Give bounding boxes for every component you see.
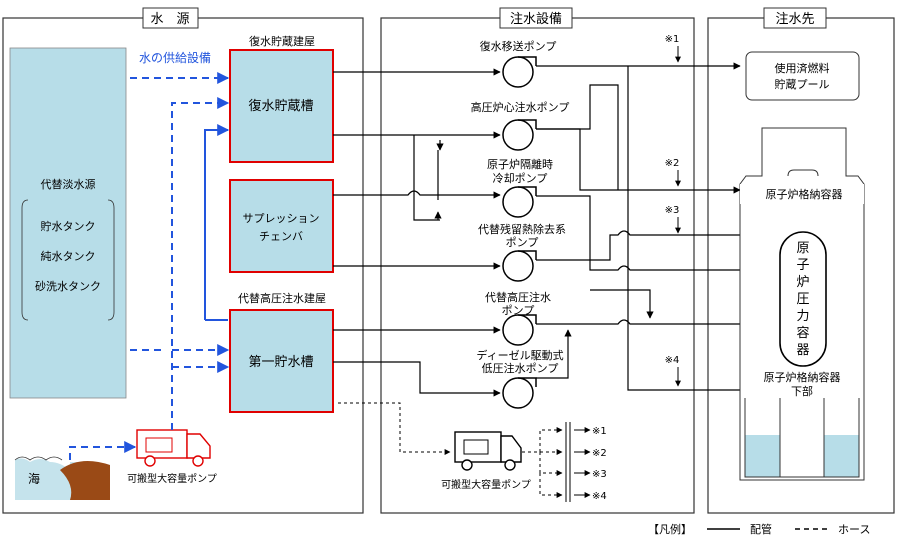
- pump-recovery-transfer-label: 復水移送ポンプ: [480, 39, 557, 53]
- sea-area: 海: [14, 456, 110, 500]
- spent-fuel-pool-label-1: 使用済燃料: [775, 61, 830, 75]
- pump-alt-rhr-label-2: ポンプ: [506, 236, 539, 249]
- legend-hose-label: ホース: [838, 523, 870, 536]
- pump-recovery-transfer: [502, 56, 537, 88]
- pressure-vessel-char: 器: [796, 343, 809, 358]
- first-storage-tank-label: 第一貯水槽: [248, 355, 313, 370]
- containment-vessel-label: 原子炉格納容器: [766, 187, 843, 201]
- note-3-bottom: ※3: [592, 469, 607, 480]
- pressure-vessel: [779, 231, 827, 367]
- note-2-top: ※2: [665, 158, 680, 169]
- alt-freshwater-source: 代替淡水源 貯水タンク 純水タンク 砂洗水タンク: [9, 47, 127, 399]
- pump-diesel-label-1: ディーゼル駆動式: [476, 348, 563, 362]
- note-1-bottom: ※1: [592, 426, 607, 437]
- hose-lines-blue: [69, 72, 230, 460]
- note-2-bottom: ※2: [592, 448, 607, 459]
- storage-tank-label: 貯水タンク: [41, 220, 96, 233]
- recovery-tank-label: 復水貯蔵槽: [248, 98, 313, 114]
- pump-hpcs-label: 高圧炉心注水ポンプ: [471, 100, 570, 114]
- suppression-chamber: サプレッション チェンバ: [229, 179, 334, 273]
- pump-diesel-label-2: 低圧注水ポンプ: [482, 361, 559, 375]
- pump-diesel: [502, 377, 537, 409]
- portable-pump-source-label: 可搬型大容量ポンプ: [127, 472, 217, 485]
- legend-title: 【凡例】: [648, 522, 692, 536]
- portable-pump-truck-source: [136, 429, 211, 467]
- pipe-lines: [333, 62, 789, 431]
- legend: 【凡例】 配管 ホース: [648, 522, 870, 536]
- panel-destination: 注水先: [707, 7, 895, 514]
- pressure-vessel-char: 圧: [796, 292, 809, 307]
- pump-alt-hp-label-1: 代替高圧注水: [485, 290, 551, 304]
- first-storage-tank: 第一貯水槽: [229, 309, 334, 413]
- pump-rcic-label-2: 冷却ポンプ: [493, 172, 548, 185]
- alt-freshwater-source-label: 代替淡水源: [41, 177, 96, 191]
- portable-pump-truck-equipment: [454, 431, 522, 471]
- spent-fuel-pool-label-2: 貯蔵プール: [775, 78, 830, 91]
- pump-alt-rhr: [502, 250, 537, 282]
- suppression-chamber-label-1: サプレッション: [243, 212, 320, 225]
- hose-to-portable-pump: [338, 402, 451, 455]
- pump-alt-hp-label-2: ポンプ: [502, 304, 535, 317]
- section-title-equipment: 注水設備: [510, 11, 562, 27]
- pressure-vessel-char: 原: [796, 241, 809, 256]
- recovery-tank: 復水貯蔵槽: [229, 49, 334, 163]
- water-supply-equipment-label: 水の供給設備: [139, 50, 211, 65]
- pressure-vessel-char: 炉: [796, 275, 809, 290]
- section-title-destination: 注水先: [775, 12, 814, 27]
- pump-rcic-label-1: 原子炉隔離時: [487, 157, 553, 171]
- sea-label: 海: [28, 471, 40, 486]
- pump-alt-hp: [502, 314, 537, 346]
- pump-hpcs: [502, 119, 537, 151]
- portable-pump-outlets: [522, 422, 591, 502]
- note-4-top: ※4: [665, 355, 680, 366]
- spent-fuel-pool: 使用済燃料 貯蔵プール: [745, 51, 860, 101]
- pipe-blue-solid: [204, 124, 230, 320]
- suppression-chamber-label-2: チェンバ: [259, 230, 303, 243]
- note-3-top: ※3: [665, 205, 680, 216]
- section-title-source: 水 源: [150, 12, 189, 27]
- pure-water-tank-label: 純水タンク: [41, 250, 96, 263]
- containment-lower-label-1: 原子炉格納容器: [764, 370, 841, 384]
- recovery-building-label: 復水貯蔵建屋: [249, 34, 315, 48]
- pressure-vessel-char: 容: [796, 325, 809, 341]
- note-4-bottom: ※4: [592, 491, 607, 502]
- pump-alt-rhr-label-1: 代替残留熱除去系: [478, 222, 566, 236]
- pump-rcic: [502, 186, 537, 218]
- filter-wash-tank-label: 砂洗水タンク: [35, 280, 101, 293]
- note-1-top: ※1: [665, 34, 680, 45]
- legend-pipe-label: 配管: [750, 522, 772, 536]
- pressure-vessel-char: 子: [796, 258, 809, 273]
- alt-hp-building-label: 代替高圧注水建屋: [238, 291, 326, 305]
- containment-lower-label-2: 下部: [791, 384, 813, 398]
- portable-pump-equipment-label: 可搬型大容量ポンプ: [441, 478, 531, 491]
- pressure-vessel-char: 力: [796, 309, 809, 324]
